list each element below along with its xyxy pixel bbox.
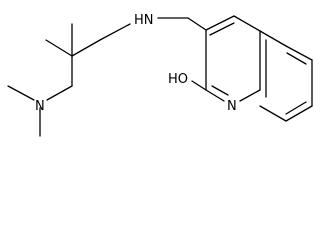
bond-c5-c6 bbox=[285, 45, 313, 61]
bond-c8a-n bbox=[239, 89, 261, 102]
bond-n-ch2 bbox=[46, 85, 73, 101]
atom-amine-n: N bbox=[35, 99, 45, 114]
bond-c3-c4-inner bbox=[209, 22, 235, 36]
bond-c5-c6-inner bbox=[286, 52, 307, 65]
atom-hydroxy: HO bbox=[168, 72, 188, 87]
bond-c8-c8a bbox=[259, 105, 287, 122]
bond-c7-c8 bbox=[285, 105, 313, 122]
bond-c4a-c5 bbox=[259, 30, 287, 47]
bond-nme-top bbox=[7, 85, 35, 101]
bond-c2-oh bbox=[191, 80, 207, 91]
bond-ch2-nh bbox=[99, 23, 131, 41]
bond-c4-c4a bbox=[233, 15, 261, 32]
bond-n-c2-inner bbox=[211, 85, 229, 96]
molecule-diagram: N HN HO N bbox=[7, 13, 313, 137]
atom-ring-n: N bbox=[227, 99, 237, 114]
atom-linker-nh: HN bbox=[134, 13, 154, 28]
bond-cq-me1 bbox=[45, 39, 73, 57]
bond-n-c2 bbox=[205, 89, 225, 102]
bond-ch2-ring bbox=[187, 17, 207, 31]
bond-c3-c4 bbox=[205, 15, 235, 31]
bond-cq-ch2 bbox=[71, 39, 101, 57]
structure-canvas: N HN HO N bbox=[7, 13, 313, 137]
bond-c7-c8-inner bbox=[285, 101, 307, 115]
